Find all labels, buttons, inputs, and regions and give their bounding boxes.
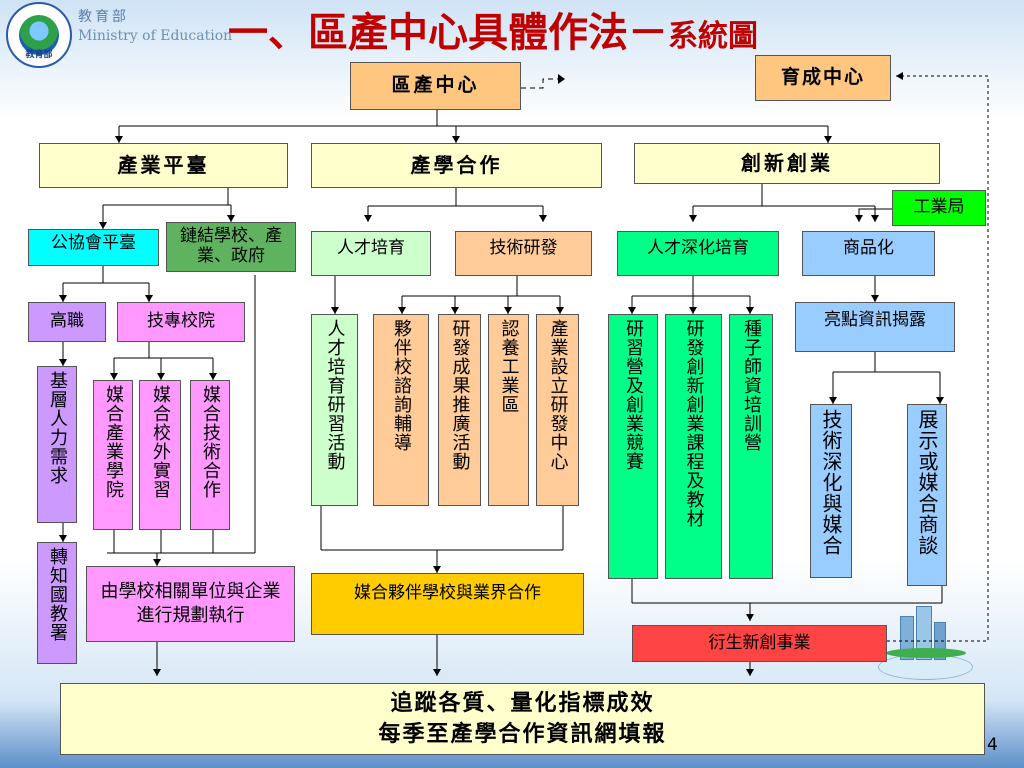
node-innovation[interactable]: 創新創業 xyxy=(634,143,940,184)
center-incubation-link xyxy=(521,78,564,89)
node-talent-cultivation[interactable]: 人才培育 xyxy=(311,231,431,276)
node-college[interactable]: 技專校院 xyxy=(117,302,245,342)
node-commercialization[interactable]: 商品化 xyxy=(802,231,935,276)
node-talent-deep[interactable]: 人才深化培育 xyxy=(617,231,779,276)
node-idb[interactable]: 工業局 xyxy=(892,190,986,226)
node-association-platform[interactable]: 公協會平臺 xyxy=(28,229,159,266)
node-match-tech[interactable]: 媒合技術合作 xyxy=(190,380,230,530)
node-study-camp-label: 研習營及創業競賽 xyxy=(623,319,644,471)
node-rnd-promotion[interactable]: 研發成果推廣活動 xyxy=(438,314,481,506)
node-seed-teacher-label: 種子師資培訓營 xyxy=(741,319,762,452)
node-tech-rnd[interactable]: 技術研發 xyxy=(455,231,592,276)
arrow-heads xyxy=(59,72,944,676)
node-partner-consult-label: 夥伴校諮詢輔導 xyxy=(391,319,412,452)
node-referral-label: 轉知國教署 xyxy=(47,547,68,642)
node-referral[interactable]: 轉知國教署 xyxy=(37,542,77,664)
node-match-tech-label: 媒合技術合作 xyxy=(200,385,221,499)
node-match-internship[interactable]: 媒合校外實習 xyxy=(139,380,181,530)
node-partner-consult[interactable]: 夥伴校諮詢輔導 xyxy=(373,314,429,506)
node-tracking[interactable]: 追蹤各質、量化指標成效 每季至產學合作資訊網填報 xyxy=(60,683,985,755)
title-main: 一、區產中心具體作法 xyxy=(228,9,628,56)
node-industry-rnd[interactable]: 產業設立研發中心 xyxy=(536,314,579,506)
ministry-name-cn: 教育部 xyxy=(78,9,129,25)
title-sub: 系統圖 xyxy=(668,19,758,54)
ministry-logo: 教育部 xyxy=(6,2,72,68)
node-rnd-promotion-label: 研發成果推廣活動 xyxy=(449,319,471,471)
tracking-line-2: 每季至產學合作資訊網填報 xyxy=(378,721,667,747)
node-link-school[interactable]: 鏈結學校、產業、政府 xyxy=(166,222,296,272)
page-title: 一、區產中心具體作法－系統圖 xyxy=(228,0,758,58)
ministry-name-en: Ministry of Education xyxy=(78,28,233,44)
node-school-plan[interactable]: 由學校相關單位與企業進行規劃執行 xyxy=(86,566,295,642)
node-course-material-label: 研發創新創業課程及教材 xyxy=(683,319,705,528)
page-number: 4 xyxy=(987,735,998,755)
node-seed-teacher[interactable]: 種子師資培訓營 xyxy=(729,314,773,579)
node-center[interactable]: 區產中心 xyxy=(350,62,521,110)
node-exhibit-label: 展示或媒合商談 xyxy=(915,409,939,556)
node-match-partner[interactable]: 媒合夥伴學校與業界合作 xyxy=(311,573,584,635)
node-match-college-label: 媒合產業學院 xyxy=(103,385,124,499)
node-talent-camp[interactable]: 人才培育研習活動 xyxy=(311,314,358,506)
node-exhibit[interactable]: 展示或媒合商談 xyxy=(907,404,947,586)
node-match-college[interactable]: 媒合產業學院 xyxy=(93,380,133,530)
node-course-material[interactable]: 研發創新創業課程及教材 xyxy=(665,314,722,579)
node-incubation[interactable]: 育成中心 xyxy=(755,55,891,101)
logo-emblem-icon xyxy=(19,15,59,55)
node-industry-platform[interactable]: 產業平臺 xyxy=(39,143,288,188)
title-dash: － xyxy=(628,9,668,56)
node-adopt-zone-label: 認養工業區 xyxy=(498,319,520,414)
node-derived-startup[interactable]: 衍生新創事業 xyxy=(632,625,887,662)
building-illustration xyxy=(868,602,978,682)
node-basic-manpower-label: 基層人力需求 xyxy=(47,371,68,485)
node-basic-manpower[interactable]: 基層人力需求 xyxy=(37,366,77,523)
node-tech-deepen-label: 技術深化與媒合 xyxy=(819,409,843,556)
node-industry-academia[interactable]: 產學合作 xyxy=(311,143,602,188)
node-talent-camp-label: 人才培育研習活動 xyxy=(324,319,346,471)
node-industry-rnd-label: 產業設立研發中心 xyxy=(547,319,569,471)
node-vocational[interactable]: 高職 xyxy=(28,302,106,342)
node-match-internship-label: 媒合校外實習 xyxy=(150,385,171,499)
tracking-line-1: 追蹤各質、量化指標成效 xyxy=(390,690,655,717)
logo-text: 教育部 xyxy=(25,50,53,60)
node-tech-deepen[interactable]: 技術深化與媒合 xyxy=(810,404,852,578)
node-highlight[interactable]: 亮點資訊揭露 xyxy=(795,302,955,352)
node-study-camp[interactable]: 研習營及創業競賽 xyxy=(608,314,658,579)
node-adopt-zone[interactable]: 認養工業區 xyxy=(488,314,529,506)
